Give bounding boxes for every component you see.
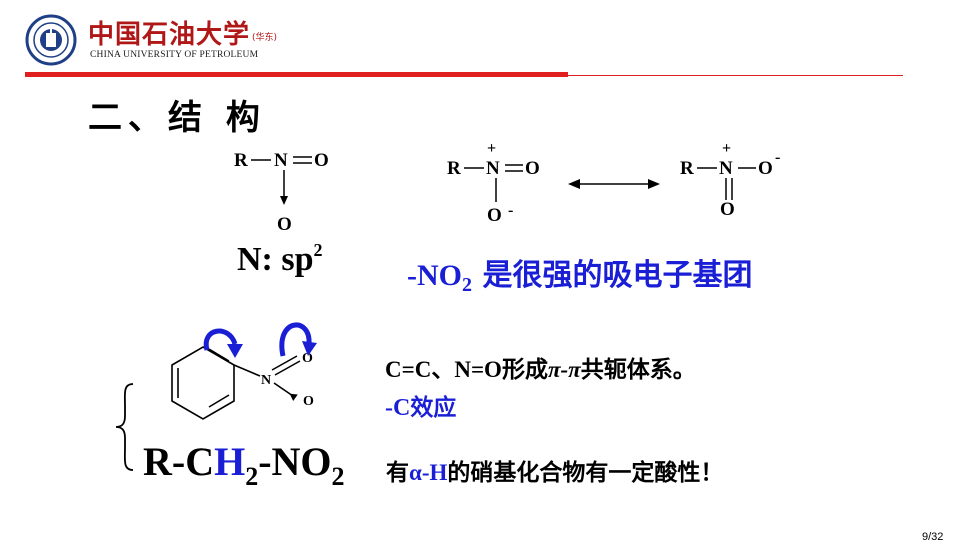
svg-text:N: N xyxy=(719,158,733,179)
svg-text:O: O xyxy=(302,351,313,366)
svg-text:O: O xyxy=(525,158,540,179)
svg-text:N: N xyxy=(486,158,500,179)
header: 中国石油大学 (华东) CHINA UNIVERSITY OF PETROLEU… xyxy=(0,0,980,80)
page-number: 9/32 xyxy=(922,531,944,543)
nitrobenzene-structure: N O O xyxy=(171,322,317,420)
conjugation-statement: C=C、N=O形成π-π共轭体系。 xyxy=(385,357,696,383)
slide-title: 二、结 构 xyxy=(88,98,266,138)
svg-text:O: O xyxy=(277,214,292,235)
header-rule-thin xyxy=(568,75,903,76)
svg-text:-: - xyxy=(775,149,780,166)
acidity-statement: 有α-H的硝基化合物有一定酸性！ xyxy=(386,460,724,486)
structure-resonance-b: + R N O - O xyxy=(680,140,780,220)
university-name-en: CHINA UNIVERSITY OF PETROLEUM xyxy=(90,50,259,60)
svg-text:O: O xyxy=(720,199,735,220)
no2-statement: -NO2 是很强的吸电子基团 xyxy=(407,250,752,297)
university-seal-icon xyxy=(25,14,77,66)
no2-formula: -NO xyxy=(407,259,462,292)
hybridization-prefix: N: sp xyxy=(237,241,314,278)
nitroalkane-formula: R-CH2-NO2 xyxy=(143,439,345,491)
structure-nitroso-dative: R N O O xyxy=(234,150,329,235)
svg-text:O: O xyxy=(314,150,329,171)
c-effect-statement: -C效应 xyxy=(385,395,457,421)
hybridization-label: N: sp2 xyxy=(237,240,323,279)
svg-text:N: N xyxy=(261,373,271,388)
svg-text:R: R xyxy=(680,158,694,179)
svg-text:+: + xyxy=(722,140,731,157)
resonance-arrow-icon xyxy=(568,179,660,189)
svg-text:+: + xyxy=(487,140,496,157)
svg-text:O: O xyxy=(303,394,314,409)
svg-text:O: O xyxy=(487,205,502,226)
grouping-brace-icon xyxy=(115,383,134,471)
university-name-cn: 中国石油大学 xyxy=(88,20,251,50)
hybridization-superscript: 2 xyxy=(313,240,323,260)
svg-text:O: O xyxy=(758,158,773,179)
svg-text:R: R xyxy=(447,158,461,179)
svg-text:-: - xyxy=(508,202,513,219)
no2-subscript: 2 xyxy=(462,274,472,296)
structure-resonance-a: + R N O O - xyxy=(447,140,540,226)
svg-text:N: N xyxy=(274,150,288,171)
header-rule-thick xyxy=(25,72,568,77)
no2-description: 是很强的吸电子基团 xyxy=(472,258,753,293)
university-campus: (华东) xyxy=(252,33,278,43)
svg-text:R: R xyxy=(234,150,248,171)
